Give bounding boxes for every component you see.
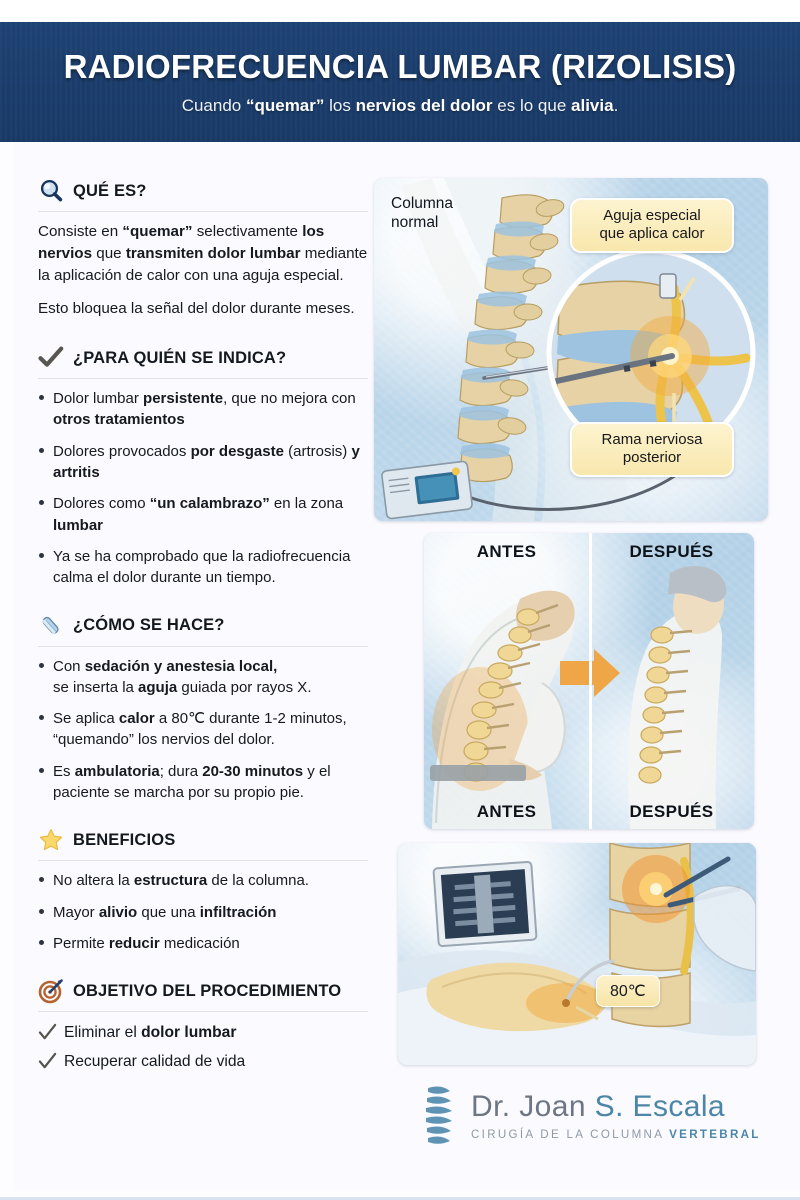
spinous-processes-after bbox=[658, 629, 693, 755]
list-item: Mayor alivio que una infiltración bbox=[38, 902, 368, 923]
checkmark-icon bbox=[38, 1052, 57, 1068]
target-dart-icon bbox=[38, 979, 63, 1004]
logo-tagline: CIRUGÍA DE LA COLUMNA VERTEBRAL bbox=[471, 1128, 761, 1141]
list-item: Ya se ha comprobado que la radiofrecuenc… bbox=[38, 546, 368, 589]
figure-before-after: ANTES DESPUÉS ANTES DESPUÉS bbox=[424, 533, 754, 829]
spine-anatomy-drawing bbox=[381, 178, 756, 521]
logo-tagline-part-1: CIRUGÍA DE LA COLUMNA bbox=[471, 1127, 670, 1141]
bottom-edge bbox=[0, 1190, 800, 1200]
section-beneficios: BENEFICIOS No altera la estructura de la… bbox=[38, 827, 368, 954]
subtitle-seg-4: nervios del dolor bbox=[355, 96, 493, 115]
beneficios-list: No altera la estructura de la columna. M… bbox=[38, 870, 368, 954]
section-divider bbox=[38, 378, 368, 380]
checkmark-icon bbox=[38, 1023, 57, 1040]
section-header-que-es: QUÉ ES? bbox=[38, 178, 368, 211]
spine-logo-icon bbox=[426, 1086, 452, 1144]
section-title-como-se-hace: ¿CÓMO SE HACE? bbox=[73, 616, 225, 634]
vertebrae-closeup bbox=[609, 843, 756, 1028]
list-item: Permite reducir medicación bbox=[38, 933, 368, 954]
subtitle-seg-6: alivia bbox=[571, 96, 614, 115]
objetivo-list: Eliminar el dolor lumbar Recuperar calid… bbox=[38, 1021, 368, 1073]
indicaciones-list: Dolor lumbar persistente, que no mejora … bbox=[38, 388, 368, 588]
list-item: Con sedación y anestesia local,se insert… bbox=[38, 656, 368, 699]
section-title-indicaciones: ¿PARA QUIÉN SE INDICA? bbox=[73, 348, 287, 367]
callout-aguja-especial: Aguja especial que aplica calor bbox=[570, 198, 734, 253]
list-item: No altera la estructura de la columna. bbox=[38, 870, 368, 891]
section-objetivo: OBJETIVO DEL PROCEDIMIENTO Eliminar el d… bbox=[38, 978, 368, 1073]
que-es-paragraph-2: Esto bloquea la señal del dolor durante … bbox=[38, 300, 355, 318]
clinic-logo: Dr. Joan S. Escala CIRUGÍA DE LA COLUMNA… bbox=[424, 1085, 761, 1147]
spine-after bbox=[638, 626, 674, 784]
page-title: RADIOFRECUENCIA LUMBAR (RIZOLISIS) bbox=[63, 48, 737, 85]
list-item: Recuperar calidad de vida bbox=[38, 1050, 368, 1073]
before-after-drawing bbox=[430, 565, 727, 829]
section-title-beneficios: BENEFICIOS bbox=[73, 830, 176, 849]
section-divider bbox=[38, 211, 368, 212]
left-margin-strip bbox=[0, 142, 14, 1200]
list-item: Eliminar el dolor lumbar bbox=[38, 1021, 368, 1044]
subtitle-seg-2: “quemar” bbox=[245, 96, 325, 115]
section-title-que-es: QUÉ ES? bbox=[73, 181, 147, 200]
section-header-como-se-hace: ¿CÓMO SE HACE? bbox=[38, 613, 368, 646]
callout-leader-line bbox=[678, 277, 696, 301]
patient-before bbox=[430, 590, 575, 829]
generator-cable bbox=[465, 466, 687, 511]
top-white-margin bbox=[0, 0, 800, 22]
section-divider bbox=[38, 860, 368, 862]
subtitle-seg-5: es lo que bbox=[492, 96, 572, 115]
syringe-icon bbox=[42, 616, 59, 634]
section-header-objetivo: OBJETIVO DEL PROCEDIMIENTO bbox=[38, 978, 368, 1011]
subtitle-seg-7: . bbox=[613, 96, 619, 115]
subtitle-seg-1: Cuando bbox=[181, 96, 246, 115]
section-divider bbox=[38, 645, 368, 647]
logo-name-part-2: S. Escala bbox=[594, 1090, 725, 1124]
fluoroscopy-monitor bbox=[432, 860, 538, 948]
temperature-badge: 80℃ bbox=[596, 975, 660, 1007]
star-icon bbox=[39, 829, 63, 851]
procedure-needle bbox=[564, 959, 615, 1004]
patient-after bbox=[628, 565, 727, 829]
header-band: RADIOFRECUENCIA LUMBAR (RIZOLISIS) Cuand… bbox=[0, 22, 800, 142]
section-header-beneficios: BENEFICIOS bbox=[38, 827, 368, 860]
section-header-indicaciones: ¿PARA QUIÉN SE INDICA? bbox=[38, 345, 368, 378]
section-divider bbox=[38, 1011, 368, 1013]
checkmark-icon bbox=[38, 346, 64, 367]
left-text-column: QUÉ ES? Consiste en “quemar” selectivame… bbox=[38, 178, 368, 1078]
spinous-processes-before bbox=[483, 603, 559, 751]
que-es-paragraph-1: Consiste en “quemar” selectivamente los … bbox=[38, 223, 368, 285]
section-que-es: QUÉ ES? Consiste en “quemar” selectivame… bbox=[38, 178, 368, 320]
objetivo-item-2-label: Recuperar calidad de vida bbox=[64, 1052, 246, 1070]
list-item: Dolor lumbar persistente, que no mejora … bbox=[38, 388, 368, 431]
right-image-column: Columna normal Aguja especial que aplica… bbox=[374, 178, 768, 1065]
list-item: Es ambulatoria; dura 20-30 minutos y el … bbox=[38, 761, 368, 804]
section-indicaciones: ¿PARA QUIÉN SE INDICA? Dolor lumbar pers… bbox=[38, 345, 368, 588]
logo-name-part-1: Dr. Joan bbox=[471, 1090, 595, 1124]
label-antes-top: ANTES bbox=[476, 542, 537, 561]
magnifier-icon bbox=[40, 179, 63, 202]
vertebrae-stack bbox=[457, 194, 565, 483]
como-list: Con sedación y anestesia local,se insert… bbox=[38, 656, 368, 804]
content-area: QUÉ ES? Consiste en “quemar” selectivame… bbox=[0, 142, 800, 1200]
logo-name: Dr. Joan S. Escala bbox=[471, 1091, 761, 1123]
logo-text: Dr. Joan S. Escala CIRUGÍA DE LA COLUMNA… bbox=[471, 1091, 761, 1141]
section-como-se-hace: ¿CÓMO SE HACE? Con sedación y anestesia … bbox=[38, 613, 368, 804]
figure-spine-radiofrequency: Columna normal Aguja especial que aplica… bbox=[374, 178, 768, 521]
figure-procedure: 80℃ bbox=[398, 843, 756, 1065]
spine-before bbox=[463, 608, 540, 782]
list-item: Dolores como “un calambrazo” en la zona … bbox=[38, 493, 368, 536]
label-columna-normal: Columna normal bbox=[391, 195, 454, 232]
callout-rama-nerviosa: Rama nerviosa posterior bbox=[570, 422, 734, 477]
panel-divider bbox=[589, 533, 592, 829]
procedure-drawing bbox=[398, 843, 756, 1065]
page-subtitle: Cuando “quemar” los nervios del dolor es… bbox=[182, 96, 619, 116]
label-antes-bottom: ANTES bbox=[476, 802, 537, 821]
rf-generator-device bbox=[381, 460, 473, 520]
label-despues-top: DESPUÉS bbox=[629, 542, 714, 561]
label-despues-bottom: DESPUÉS bbox=[629, 802, 714, 821]
list-item: Se aplica calor a 80℃ durante 1-2 minuto… bbox=[38, 708, 368, 751]
logo-tagline-part-2: VERTEBRAL bbox=[669, 1127, 761, 1141]
section-title-objetivo: OBJETIVO DEL PROCEDIMIENTO bbox=[73, 981, 342, 1000]
subtitle-seg-3: los bbox=[324, 96, 356, 115]
list-item: Dolores provocados por desgaste (artrosi… bbox=[38, 441, 368, 484]
